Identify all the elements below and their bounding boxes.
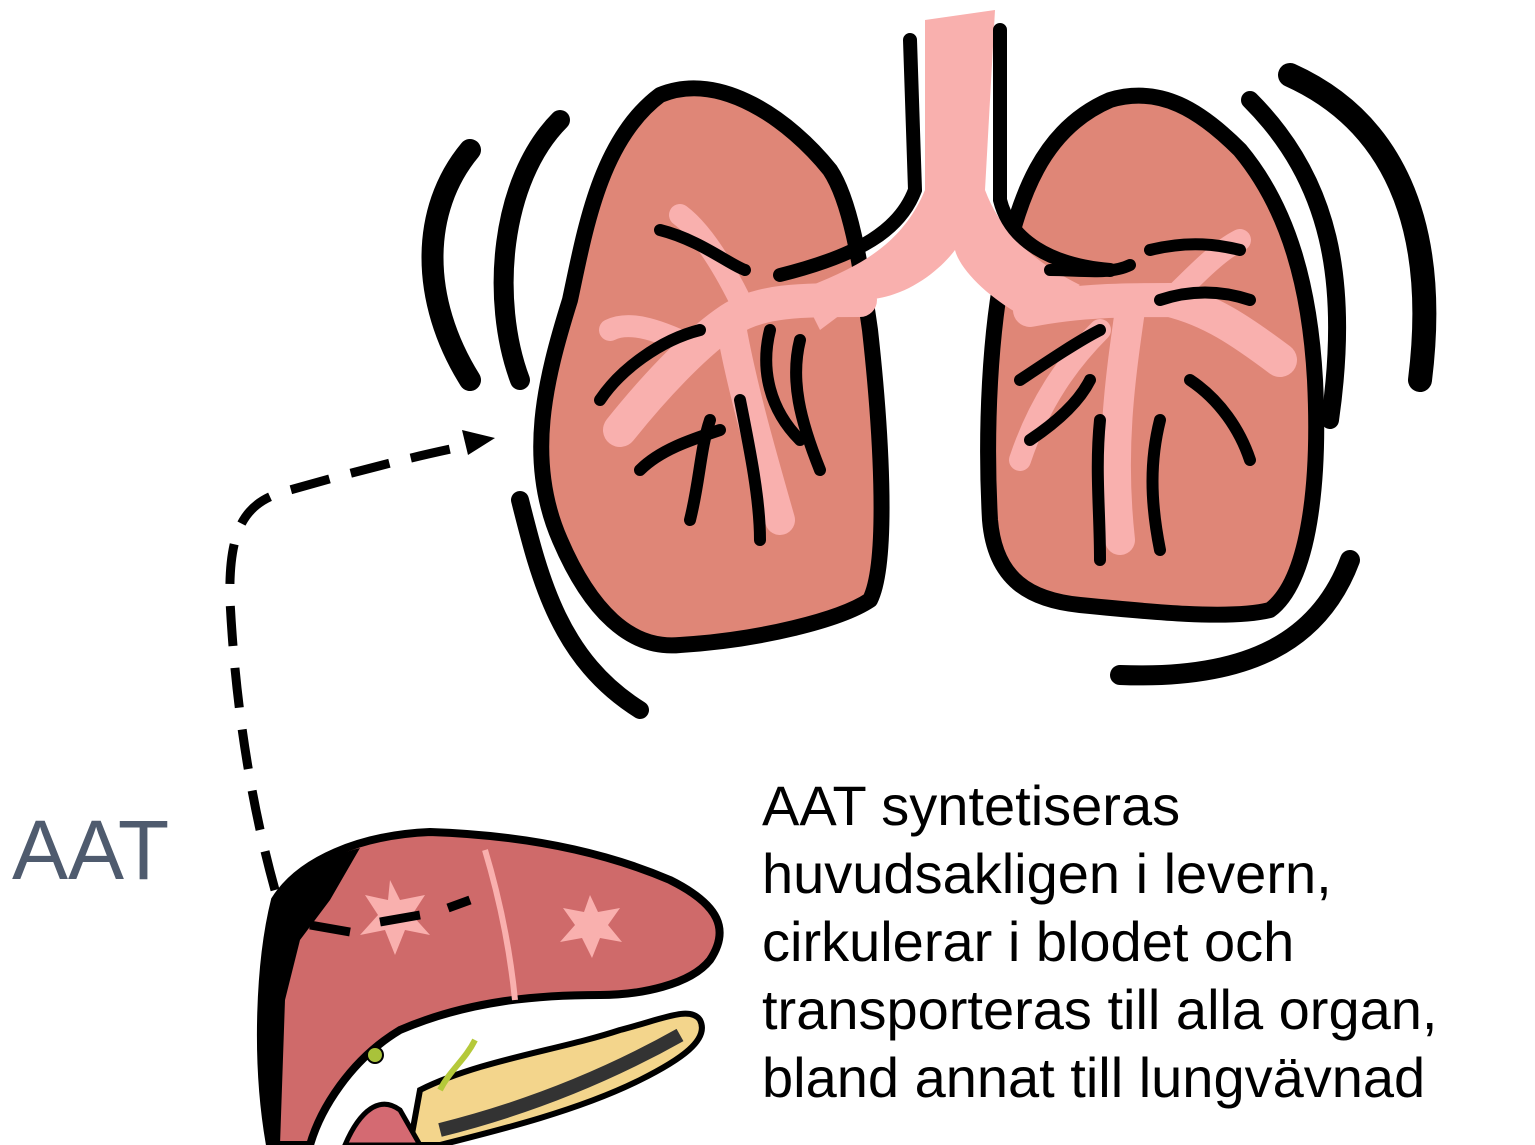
- caption-line: AAT syntetiseras: [762, 772, 1532, 840]
- caption-line: bland annat till lungvävnad: [762, 1044, 1532, 1112]
- liver-illustration: [261, 832, 720, 1145]
- caption-line: cirkulerar i blodet och: [762, 908, 1532, 976]
- caption-line: transporteras till alla organ,: [762, 976, 1532, 1044]
- aat-label: AAT: [12, 808, 169, 892]
- gallbladder: [367, 1047, 383, 1063]
- arrowhead: [462, 430, 495, 455]
- caption-line: huvudsakligen i levern,: [762, 840, 1532, 908]
- duodenum: [345, 1104, 420, 1145]
- caption-text: AAT syntetiseras huvudsakligen i levern,…: [762, 772, 1532, 1112]
- motion-line-left-outer: [433, 150, 471, 380]
- left-lung: [541, 88, 881, 645]
- dashed-arrow: [230, 430, 495, 890]
- lungs-illustration: [433, 10, 1425, 710]
